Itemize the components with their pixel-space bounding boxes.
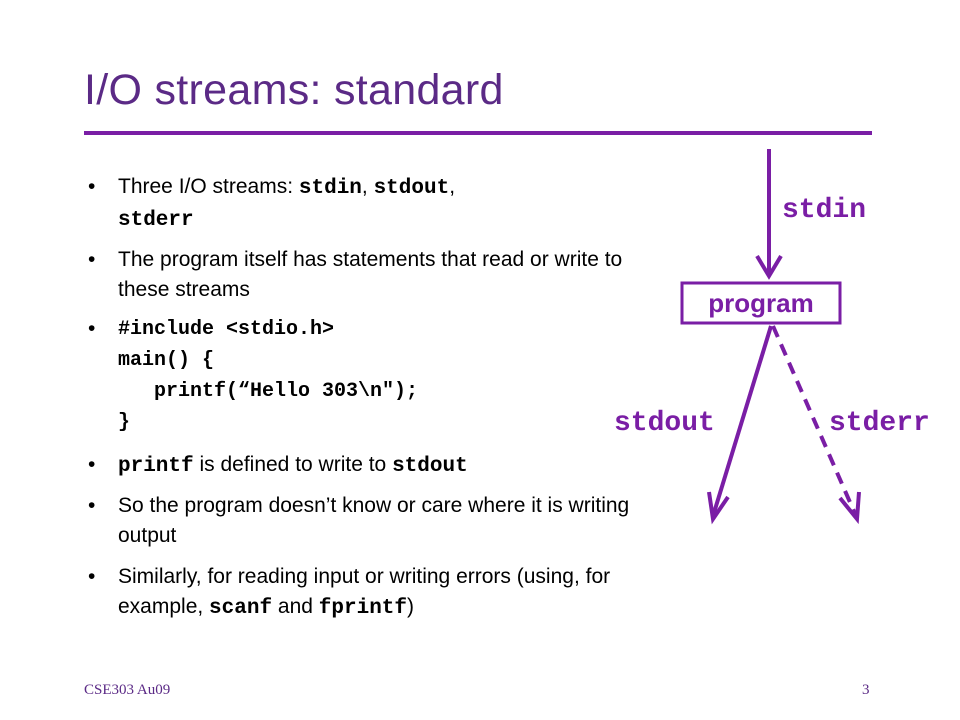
code-stderr: stderr: [118, 209, 194, 232]
bullet-list: • Three I/O streams: stdin, stdout, stde…: [88, 172, 648, 236]
bullet-list-3: • #include <stdio.h>main() { printf(“Hel…: [88, 314, 648, 438]
footer-page-number: 3: [862, 682, 870, 698]
bullet-code-example: • #include <stdio.h>main() { printf(“Hel…: [88, 314, 648, 438]
stderr-arrowhead: [838, 491, 861, 525]
bullet-printf: • printf is defined to write to stdout: [88, 453, 468, 478]
bullet-dot: •: [88, 175, 96, 198]
slide-title: I/O streams: standard: [84, 66, 504, 114]
code-example: #include <stdio.h>main() { printf(“Hello…: [118, 318, 419, 434]
stdin-label: stdin: [782, 195, 866, 226]
code-stdin: stdin: [298, 177, 362, 200]
stdin-arrowhead: [755, 254, 783, 280]
bullet-list-6: • Similarly, for reading input or writin…: [88, 562, 648, 624]
program-label: program: [708, 288, 813, 318]
bullet-similarly: • Similarly, for reading input or writin…: [88, 565, 611, 620]
title-divider: [84, 131, 872, 135]
stdout-arrow: [711, 325, 773, 517]
bullet-doesnt-care: • So the program doesn’t know or care wh…: [88, 494, 630, 547]
bullet-list-5: • So the program doesn’t know or care wh…: [88, 491, 648, 551]
stdout-label: stdout: [614, 408, 715, 439]
program-box: [680, 281, 842, 325]
code-scanf: scanf: [209, 597, 273, 620]
bullet-list-4: • printf is defined to write to stdout: [88, 450, 648, 482]
stream-diagram: program stdin stdout stderr: [614, 149, 930, 525]
footer-course: CSE303 Au09: [84, 682, 171, 698]
code-printf: printf: [118, 455, 194, 478]
stderr-arrow: [771, 325, 858, 517]
bullet-list-2: • The program itself has statements that…: [88, 245, 643, 305]
stdout-arrowhead: [707, 491, 730, 525]
code-stdout-2: stdout: [392, 455, 468, 478]
code-fprintf: fprintf: [318, 597, 407, 620]
bullet-program-statements: • The program itself has statements that…: [88, 248, 623, 301]
bullet-streams: • Three I/O streams: stdin, stdout, stde…: [88, 172, 648, 236]
code-stdout: stdout: [373, 177, 450, 200]
stderr-label: stderr: [829, 408, 930, 439]
